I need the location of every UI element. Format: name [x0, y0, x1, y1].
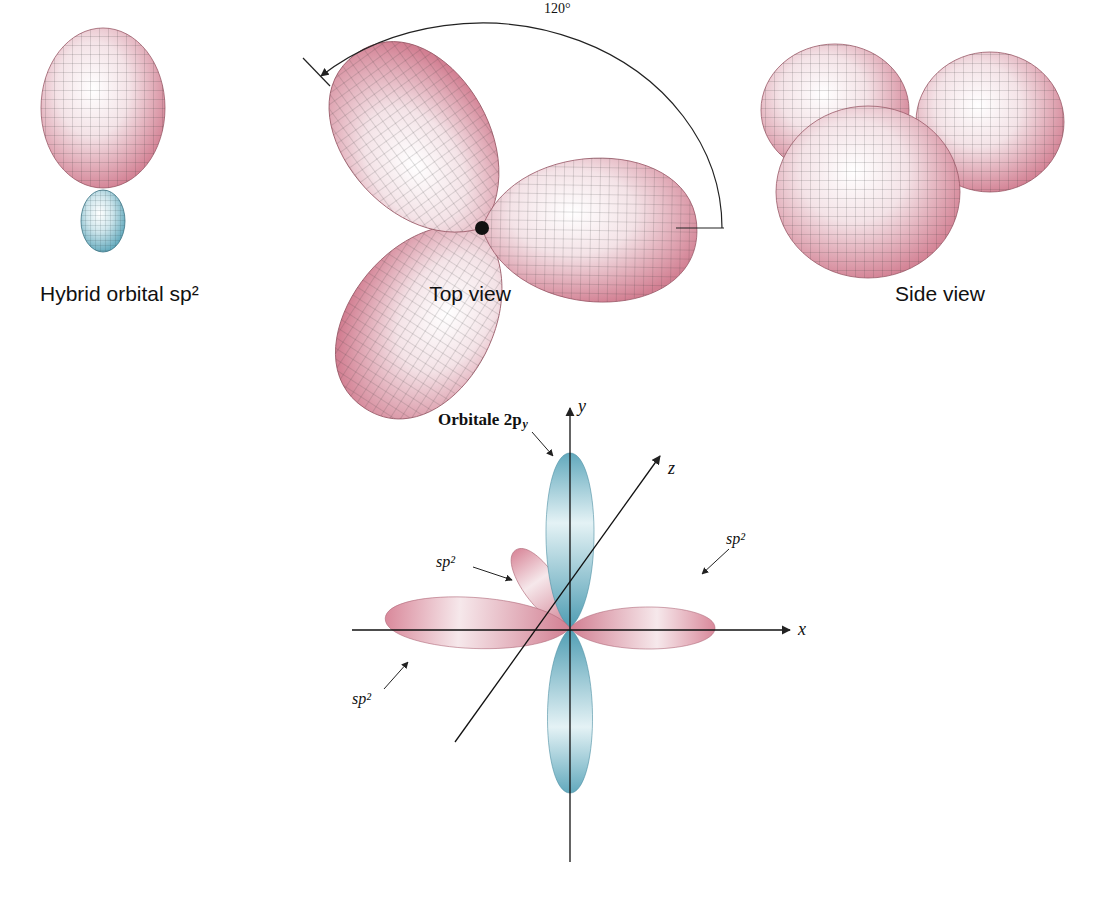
- side-view-orbitals: [761, 44, 1064, 278]
- figure-caption: Side view: [895, 282, 985, 306]
- axis-label: z: [668, 458, 675, 479]
- angle-arc: [303, 23, 724, 228]
- angle-label: 120°: [541, 1, 574, 17]
- axis-label: y: [578, 396, 586, 417]
- orbital-label: sp²: [436, 553, 455, 571]
- leader-arrows: [384, 432, 729, 689]
- figure-caption: Hybrid orbital sp²: [40, 282, 199, 306]
- orbital-label: Orbitale 2p: [438, 410, 522, 430]
- sp2-with-p-orbital: [384, 453, 715, 793]
- hybrid-orbital: [41, 28, 165, 252]
- figure-caption: Top view: [429, 282, 511, 306]
- orbital-label: sp²: [352, 690, 371, 708]
- orbital-label: sp²: [726, 530, 745, 548]
- axis-label: x: [798, 619, 806, 640]
- coordinate-axes: [352, 408, 790, 862]
- subscript-label: y: [523, 418, 528, 432]
- top-view-orbitals: [297, 12, 698, 448]
